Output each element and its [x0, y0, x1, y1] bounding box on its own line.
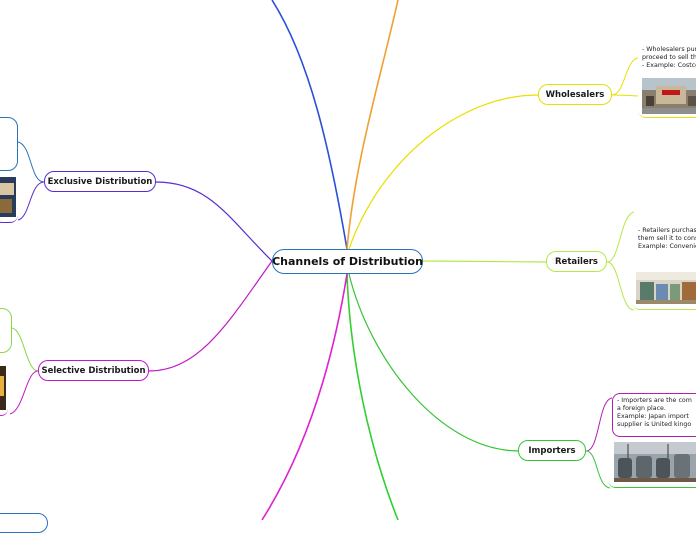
central-topic[interactable]: Channels of Distribution [272, 249, 423, 274]
link-bottom-left [261, 273, 348, 520]
note-wholesalers[interactable]: - Wholesalers purch proceed to sell ther… [638, 43, 696, 73]
image-wholesalers-storefront[interactable] [638, 74, 696, 118]
partial-photo [0, 366, 6, 410]
note-importers[interactable]: - Importers are the com a foreign place.… [612, 393, 696, 437]
topic-retailers[interactable]: Retailers [546, 251, 607, 272]
note-line: a foreign place. [617, 405, 666, 412]
store-aisle-photo [632, 266, 696, 309]
note-line: - Example: Costco w [642, 62, 696, 69]
link-bottom-right [346, 273, 399, 520]
image-importers-harbor[interactable] [608, 438, 696, 488]
topic-exclusive-distribution[interactable]: Exclusive Distribution [44, 171, 156, 192]
topic-importers[interactable]: Importers [518, 440, 586, 461]
link-importers [348, 273, 519, 452]
note-line: them sell it to consum [638, 235, 696, 242]
storefront-photo [638, 74, 696, 117]
link-exclusive [155, 181, 273, 262]
topic-wholesalers[interactable]: Wholesalers [538, 84, 612, 105]
note-line: Example: Japan import [617, 413, 689, 420]
note-line: proceed to sell ther [642, 54, 696, 61]
link-selective [148, 260, 273, 372]
image-exclusive-partial[interactable] [0, 173, 18, 223]
partial-photo [0, 177, 16, 217]
link-wholesalers [348, 94, 539, 250]
image-selective-partial[interactable] [0, 358, 8, 416]
link-retailers [422, 260, 547, 263]
partial-node-bottom-left[interactable] [0, 513, 48, 533]
note-line: - Wholesalers purch [642, 46, 696, 53]
note-line: supplier is United kingo [617, 421, 692, 428]
topic-selective-distribution[interactable]: Selective Distribution [38, 360, 149, 381]
harbor-tanks-photo [608, 438, 696, 487]
note-line: - Retailers purchase [638, 227, 696, 234]
note-line: - Importers are the com [617, 397, 692, 404]
link-top [346, 0, 399, 250]
note-line: Example: Convenien [638, 243, 696, 250]
partial-node-exclusive-top[interactable] [0, 117, 18, 171]
partial-node-selective-top[interactable] [0, 308, 12, 353]
image-retailers-store[interactable] [632, 266, 696, 310]
note-retailers[interactable]: - Retailers purchase them sell it to con… [634, 224, 696, 256]
link-top-left [271, 0, 348, 250]
connector-lines [9, 0, 639, 520]
